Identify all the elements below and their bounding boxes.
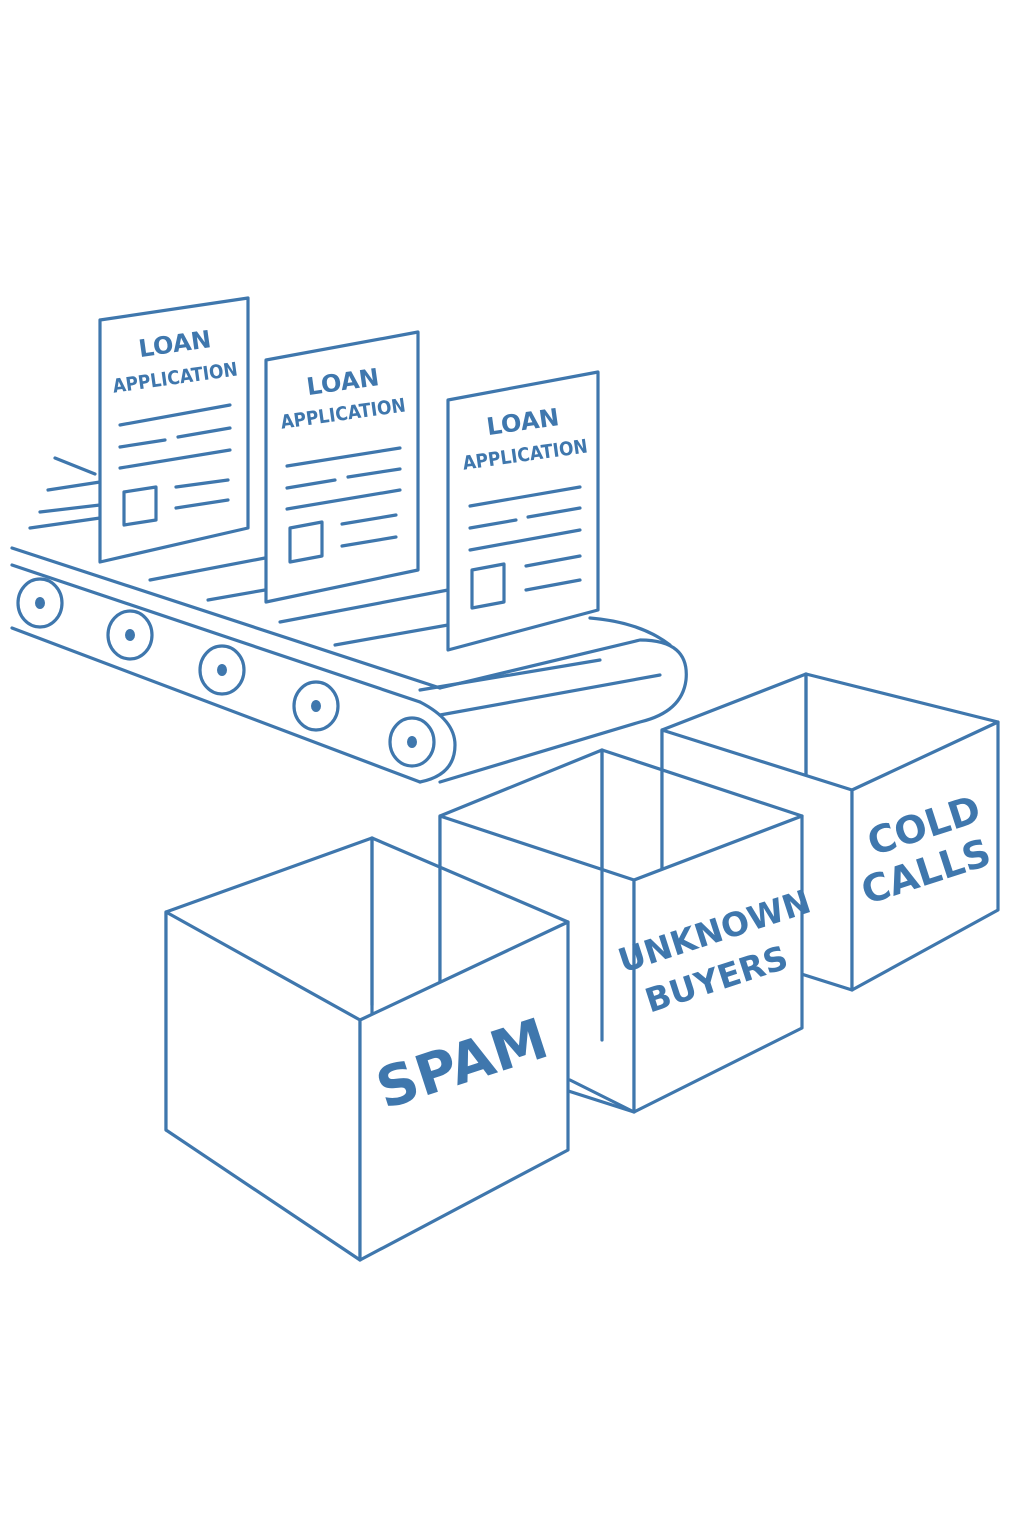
checkbox-icon <box>288 520 324 564</box>
roller-1 <box>16 577 64 629</box>
roller-5 <box>388 716 436 768</box>
loan-application-document-3: LOAN APPLICATION <box>446 370 600 652</box>
checkbox-icon <box>122 485 158 527</box>
roller-4 <box>292 680 340 732</box>
checkbox-icon <box>470 562 506 610</box>
roller-3 <box>198 644 246 696</box>
conveyor-belt <box>10 456 688 784</box>
roller-2 <box>106 609 154 661</box>
loan-application-document-2: LOAN APPLICATION <box>264 330 420 604</box>
loan-application-document-1: LOAN APPLICATION <box>98 296 250 564</box>
spam-box: SPAM <box>164 836 570 1262</box>
